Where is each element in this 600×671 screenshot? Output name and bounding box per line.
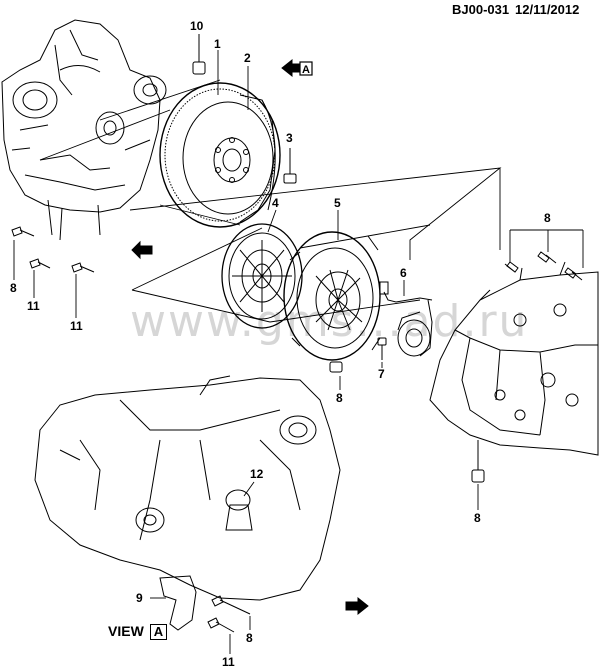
callout-5: 5 — [334, 196, 341, 210]
bolt-7 — [377, 337, 387, 360]
callout-6: 6 — [400, 266, 407, 280]
direction-arrow-icon — [131, 58, 369, 616]
callout-1: 1 — [214, 37, 221, 51]
callout-10: 10 — [190, 19, 204, 33]
flywheel — [159, 82, 281, 228]
leader-lines — [13, 50, 479, 654]
callout-7: 7 — [378, 367, 385, 381]
lower-bolts — [207, 595, 251, 633]
view-arrow-icon: A — [299, 61, 313, 76]
diagram-code: BJ00-031 — [452, 2, 510, 17]
view-label-text: VIEW — [108, 623, 144, 639]
callout-4: 4 — [272, 196, 279, 210]
bolt-8-center — [329, 361, 343, 373]
bolt-10 — [192, 34, 206, 75]
view-label: VIEW A — [108, 623, 168, 640]
callout-11-lower: 11 — [222, 655, 235, 669]
callout-8-right-bottom: 8 — [474, 511, 481, 525]
callout-11-mid: 11 — [70, 319, 83, 333]
callout-8-center: 8 — [336, 391, 343, 405]
callout-8-lower: 8 — [246, 631, 253, 645]
callout-12: 12 — [250, 467, 264, 481]
arrow-marker-letter: A — [302, 64, 310, 76]
callout-8-left: 8 — [10, 281, 17, 295]
callout-3: 3 — [286, 131, 293, 145]
view-label-letter: A — [149, 624, 168, 640]
lower-engine-view — [34, 375, 341, 601]
bracket-9 — [159, 575, 197, 631]
left-bolts — [11, 226, 95, 273]
callout-8-right-top: 8 — [544, 211, 551, 225]
diagram-date: 12/11/2012 — [515, 2, 580, 17]
release-bearing — [379, 281, 433, 357]
transmission-case — [429, 261, 599, 456]
clutch-disc — [221, 223, 303, 329]
engine-block-top — [1, 19, 167, 241]
projection-lines — [39, 79, 584, 323]
callout-11-left: 11 — [27, 299, 40, 313]
transmission-bolts — [471, 251, 583, 483]
bolt-3 — [283, 148, 297, 184]
pressure-plate — [283, 231, 381, 361]
callout-2: 2 — [244, 51, 251, 65]
callouts: 1 2 3 4 5 6 7 8 8 8 8 8 9 10 11 11 11 12 — [10, 19, 551, 669]
callout-9: 9 — [136, 591, 143, 605]
